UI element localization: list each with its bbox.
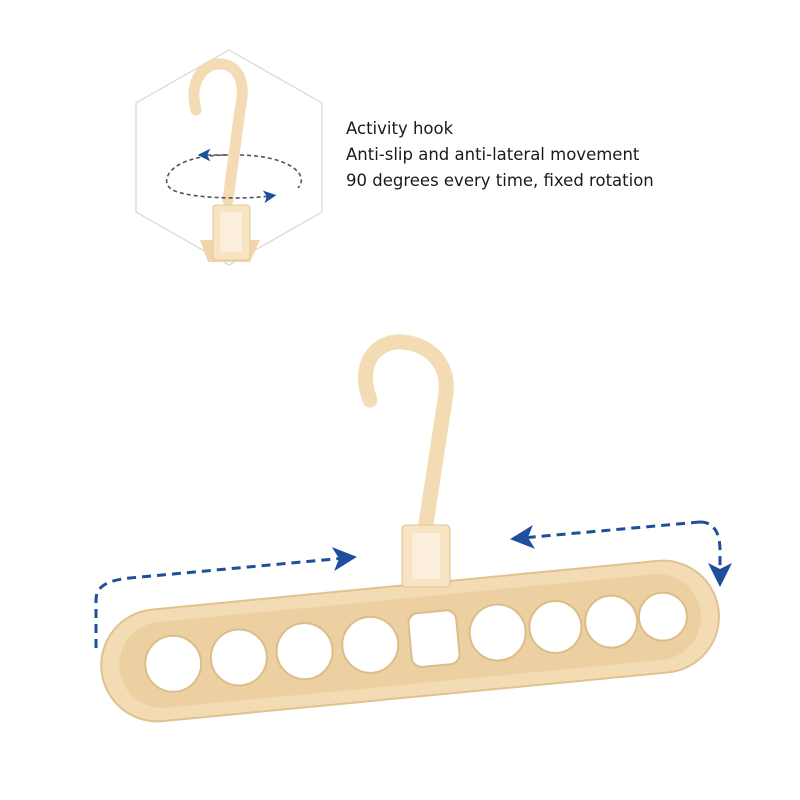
- rotation-arrows-icon: [165, 148, 303, 204]
- extend-arrows-icon: [94, 520, 732, 648]
- feature-list: Activity hook Anti-slip and anti-lateral…: [346, 116, 654, 194]
- feature-anti-slip: Anti-slip and anti-lateral movement: [346, 145, 640, 164]
- feature-rotation: 90 degrees every time, fixed rotation: [346, 171, 654, 190]
- small-hook: [188, 58, 260, 262]
- feature-activity-hook: Activity hook: [346, 119, 454, 138]
- main-hanger: [100, 334, 720, 723]
